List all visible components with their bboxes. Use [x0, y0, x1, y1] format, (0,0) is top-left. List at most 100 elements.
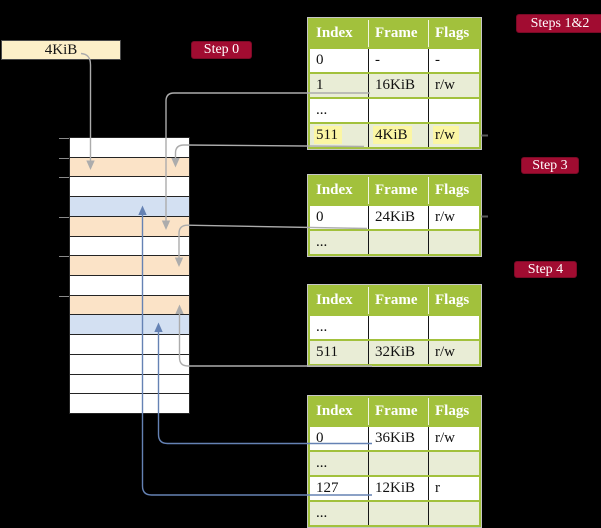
- table-cell-text: 0: [316, 52, 324, 68]
- table-cell-text: -: [435, 52, 440, 68]
- table-header-cell: Frame: [368, 20, 428, 47]
- table-cell: [368, 231, 428, 254]
- table-row: 0 --: [310, 47, 479, 72]
- table-header-cell: Index: [316, 292, 353, 308]
- table-row: ...: [310, 229, 479, 254]
- table-cell-text: r/w: [435, 77, 455, 93]
- table-cell-text: 511: [314, 126, 342, 144]
- memory-row: [70, 236, 189, 256]
- table-cell-text: 0: [316, 209, 324, 225]
- table-cell: r/w: [428, 341, 479, 364]
- table-header-cell: Flags: [428, 177, 479, 204]
- table-cell: 16KiB: [368, 74, 428, 97]
- entry-pointer-stub: [481, 134, 488, 137]
- table-header-cell: Frame: [368, 287, 428, 314]
- memory-row: [70, 138, 189, 157]
- table-row: 1 16KiB r/w: [310, 72, 479, 97]
- table-row: 511 4KiB r/w: [310, 122, 479, 147]
- table-cell: ...: [310, 231, 368, 254]
- table-cell: r/w: [428, 206, 479, 229]
- memory-row: [70, 354, 189, 374]
- table-cell-text: r/w: [435, 344, 455, 360]
- table-cell-text: ...: [316, 319, 328, 335]
- memory-row: [70, 295, 189, 315]
- table-cell-text: r: [435, 480, 440, 496]
- table-cell: [428, 452, 479, 475]
- memory-row: [70, 177, 189, 197]
- table-cell-text: 36KiB: [375, 430, 416, 446]
- address-tick: [59, 296, 69, 297]
- table-cell-text: 16KiB: [375, 77, 416, 93]
- table-cell-text: 24KiB: [375, 209, 416, 225]
- table-cell: 4KiB: [368, 124, 428, 147]
- table-cell: ...: [310, 452, 368, 475]
- address-tick: [59, 217, 69, 218]
- table-cell: r/w: [428, 74, 479, 97]
- table-cell: 1: [310, 74, 368, 97]
- memory-row: [70, 275, 189, 295]
- table-row: ...: [310, 97, 479, 122]
- table-cell: ...: [310, 502, 368, 525]
- table-cell-text: 32KiB: [375, 344, 416, 360]
- table-cell-text: ...: [316, 505, 328, 521]
- table-cell: ...: [310, 316, 368, 339]
- badge-step-0: Step 0: [191, 41, 252, 59]
- table-cell: -: [368, 49, 428, 72]
- memory-row: [70, 197, 189, 216]
- table-cell-text: 12KiB: [375, 480, 416, 496]
- memory-row: [70, 374, 189, 394]
- table-cell: 0: [310, 49, 368, 72]
- table-cell: 24KiB: [368, 206, 428, 229]
- table-cell-text: ...: [316, 102, 328, 118]
- table-row: 511 32KiB r/w: [310, 339, 479, 364]
- table-header-cell: Frame: [368, 398, 428, 425]
- table-header-cell: Flags: [428, 398, 479, 425]
- badge-step-4: Step 4: [514, 261, 577, 278]
- table-cell-text: 127: [316, 480, 339, 496]
- table-header-cell: Index: [316, 403, 353, 419]
- table-row: 127 12KiB r: [310, 475, 479, 500]
- table-header-cell: Index: [316, 182, 353, 198]
- table-cell: 511: [310, 124, 368, 147]
- table-cell: [428, 99, 479, 122]
- table-cell: -: [428, 49, 479, 72]
- memory-stack: [59, 137, 190, 414]
- table-cell: r/w: [428, 427, 479, 450]
- table-cell: [368, 502, 428, 525]
- table-cell: 12KiB: [368, 477, 428, 500]
- address-tick: [59, 158, 69, 159]
- table-cell: 511: [310, 341, 368, 364]
- memory-row: [70, 335, 189, 354]
- memory-row: [70, 216, 189, 236]
- memory-row: [70, 256, 189, 275]
- table-header-cell: Flags: [428, 20, 479, 47]
- memory-row: [70, 315, 189, 335]
- table-row: ...: [310, 314, 479, 339]
- table-header-cell: Flags: [428, 287, 479, 314]
- badge-step-3: Step 3: [521, 157, 579, 174]
- table-header-cell: Index: [316, 25, 353, 41]
- table-header-cell: Frame: [368, 177, 428, 204]
- table-row: ...: [310, 500, 479, 525]
- table-cell-text: r/w: [435, 209, 455, 225]
- table-cell: r: [428, 477, 479, 500]
- table-cell-text: ...: [316, 234, 328, 250]
- address-tick: [59, 256, 69, 257]
- memory-row: [70, 157, 189, 177]
- table-cell: ...: [310, 99, 368, 122]
- table-row: ...: [310, 450, 479, 475]
- table-cell-text: r/w: [433, 126, 459, 144]
- badge-steps-1-2: Steps 1&2: [516, 14, 601, 33]
- entry-pointer-stub: [481, 215, 488, 218]
- table-cell-text: 0: [316, 430, 324, 446]
- table-cell: [368, 452, 428, 475]
- table-cell: [428, 502, 479, 525]
